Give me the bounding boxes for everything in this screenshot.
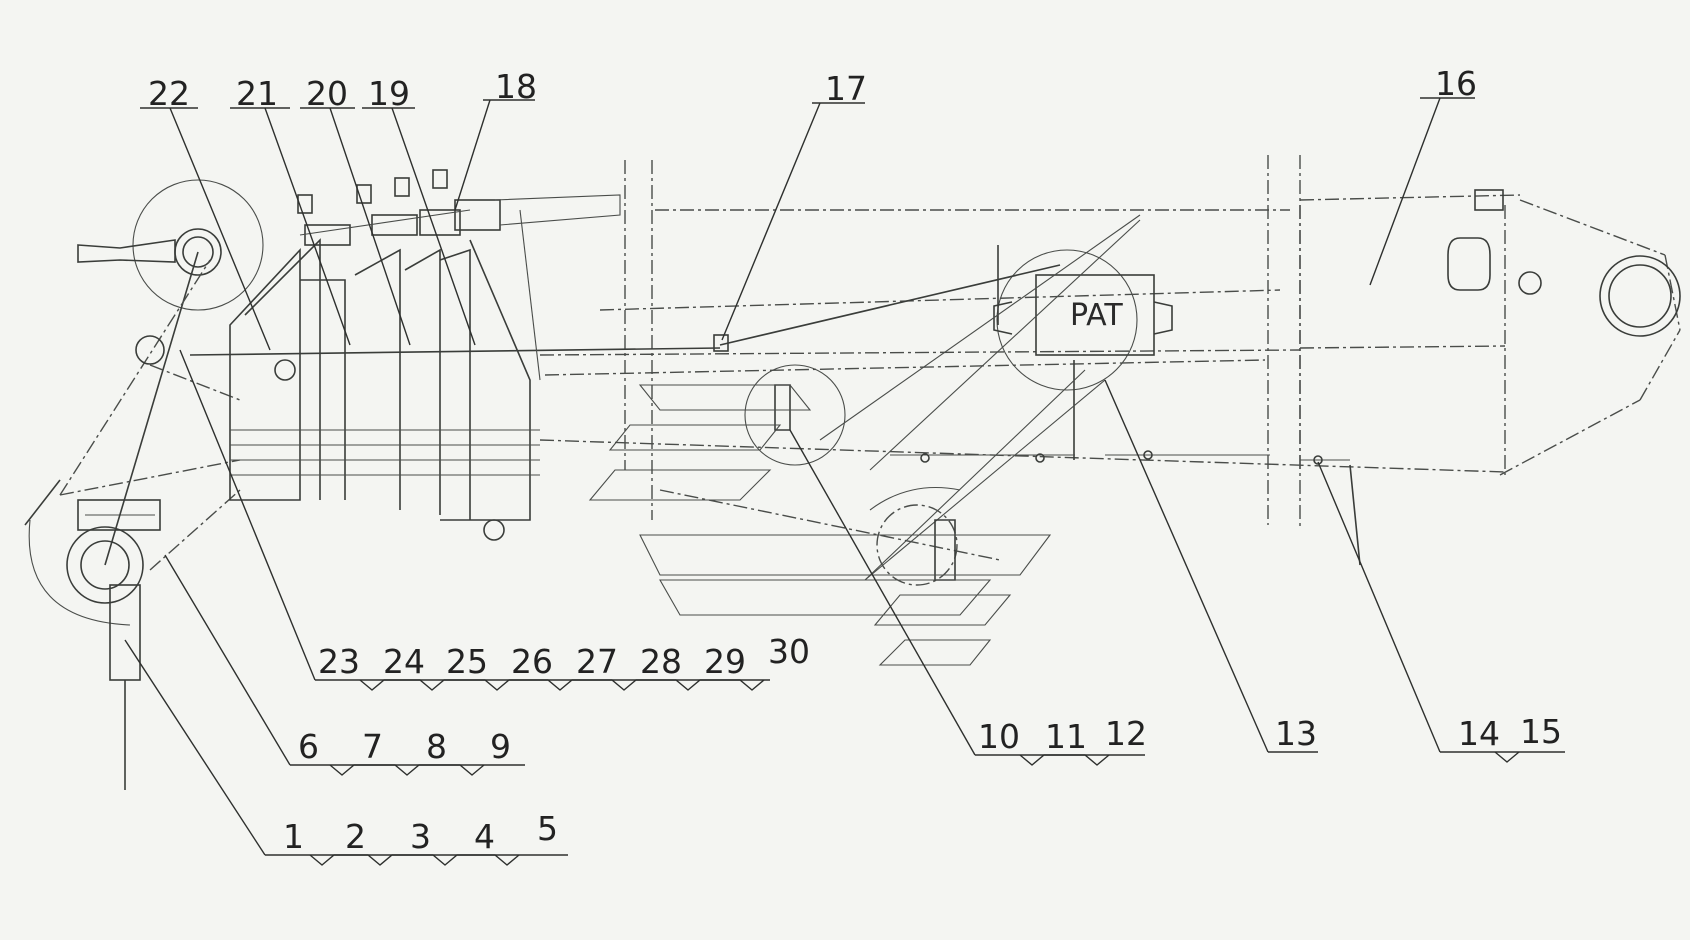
label-30: 30: [768, 632, 810, 671]
label-20: 20: [306, 74, 348, 113]
label-3: 3: [410, 817, 431, 856]
label-14: 14: [1458, 714, 1500, 753]
label-5: 5: [537, 809, 558, 848]
label-2: 2: [345, 817, 366, 856]
clamps: [713, 334, 1350, 465]
section-lines: [624, 155, 1301, 530]
label-11: 11: [1045, 717, 1087, 756]
pat-unit: PAT: [993, 245, 1173, 460]
leader-lines: [124, 97, 1565, 856]
left-base: [24, 179, 264, 790]
label-23: 23: [318, 642, 360, 681]
pat-label: PAT: [1070, 298, 1123, 333]
valve-stack: [229, 169, 621, 541]
label-8: 8: [426, 727, 447, 766]
label-7: 7: [362, 727, 383, 766]
part-labels: 22 21 20 19 18 17 16 23 24 25 26 27 28 2…: [148, 64, 1562, 856]
label-27: 27: [576, 642, 618, 681]
label-10: 10: [978, 717, 1020, 756]
group-zigzags: [309, 679, 1520, 866]
label-19: 19: [368, 74, 410, 113]
label-28: 28: [640, 642, 682, 681]
label-18: 18: [495, 67, 537, 106]
label-13: 13: [1275, 714, 1317, 753]
label-25: 25: [446, 642, 488, 681]
label-15: 15: [1520, 712, 1562, 751]
label-24: 24: [383, 642, 425, 681]
label-1: 1: [283, 817, 304, 856]
label-17: 17: [825, 69, 867, 108]
label-26: 26: [511, 642, 553, 681]
boom-head: [1447, 189, 1681, 337]
label-6: 6: [298, 727, 319, 766]
boom-outline: [539, 194, 1681, 561]
label-16: 16: [1435, 64, 1477, 103]
label-4: 4: [474, 817, 495, 856]
cable-lines: [189, 214, 1361, 581]
leader-shapes: [588, 384, 1052, 666]
label-9: 9: [490, 727, 511, 766]
label-12: 12: [1105, 714, 1147, 753]
label-29: 29: [704, 642, 746, 681]
lower-bracket: [744, 364, 961, 586]
label-21: 21: [236, 74, 278, 113]
label-22: 22: [148, 74, 190, 113]
